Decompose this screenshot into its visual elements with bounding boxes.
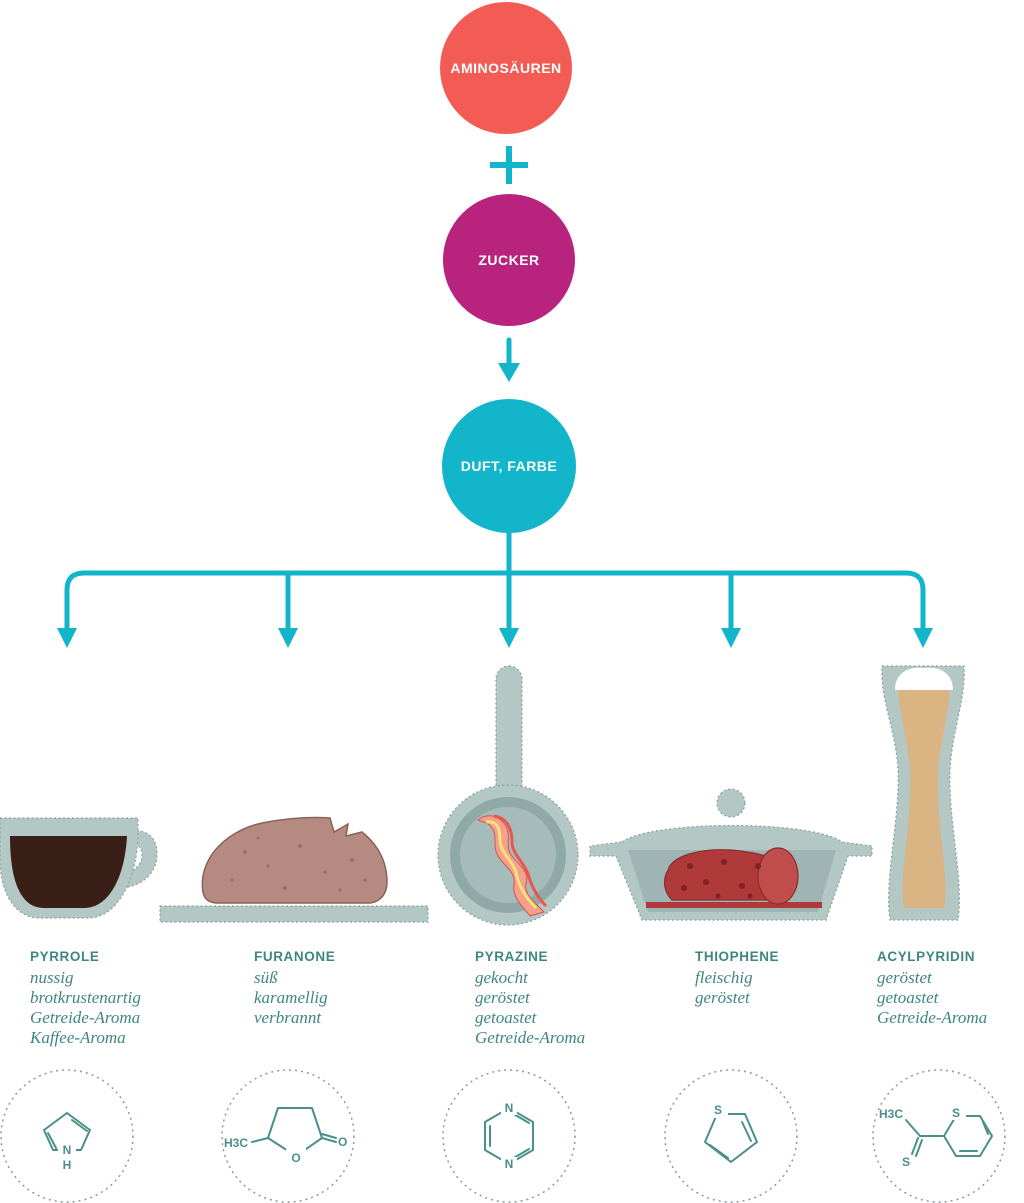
arrow-furanone-icon [278, 628, 298, 648]
descriptor: süß [254, 968, 278, 987]
coffee-cup-icon [0, 817, 158, 919]
descriptor: Getreide-Aroma [877, 1008, 987, 1027]
atom-label: O [338, 1135, 347, 1149]
atom-label: N [63, 1143, 72, 1157]
category-title: THIOPHENE [695, 949, 779, 964]
descriptor: gekocht [475, 968, 529, 987]
pyrrole-molecule: N H [0, 1069, 134, 1203]
category-acylpyridin: ACYLPYRIDIN geröstet getoastet Getreide-… [877, 949, 987, 1027]
sugar-node: ZUCKER [443, 194, 575, 326]
arrow-thiophene-icon [721, 628, 741, 648]
descriptor: Getreide-Aroma [475, 1028, 585, 1047]
descriptor: Kaffee-Aroma [29, 1028, 126, 1047]
arrow-pyrrole-icon [57, 628, 77, 648]
atom-label: N [505, 1157, 514, 1171]
atom-label: S [952, 1106, 960, 1120]
furanone-molecule: H3C O O [221, 1069, 355, 1203]
bread-icon [159, 816, 429, 923]
descriptor: fleischig [695, 968, 753, 987]
descriptor: getoastet [475, 1008, 538, 1027]
bacon-pan-icon [437, 665, 579, 926]
thiophene-molecule: S [664, 1069, 798, 1203]
category-pyrazine: PYRAZINE gekocht geröstet getoastet Getr… [475, 949, 585, 1047]
descriptor: geröstet [695, 988, 751, 1007]
category-title: ACYLPYRIDIN [877, 949, 975, 964]
atom-label: S [714, 1103, 722, 1117]
atom-label: H3C [879, 1107, 903, 1121]
descriptor: brotkrustenartig [30, 988, 141, 1007]
category-furanone: FURANONE süß karamellig verbrannt [254, 949, 335, 1027]
atom-label: S [902, 1155, 910, 1169]
acylpyridin-molecule: H3C S S [872, 1069, 1006, 1203]
branch-arrows [57, 530, 933, 648]
sugar-label: ZUCKER [478, 252, 539, 268]
descriptor: verbrannt [254, 1008, 322, 1027]
category-pyrrole: PYRROLE nussig brotkrustenartig Getreide… [29, 949, 141, 1047]
descriptor: nussig [30, 968, 73, 987]
descriptor: geröstet [877, 968, 933, 987]
category-title: PYRAZINE [475, 949, 548, 964]
descriptor: Getreide-Aroma [30, 1008, 140, 1027]
category-thiophene: THIOPHENE fleischig geröstet [695, 949, 779, 1007]
plus-icon [490, 146, 528, 184]
arrow-pyrazine-icon [499, 628, 519, 648]
category-title: PYRROLE [30, 949, 99, 964]
descriptor: geröstet [475, 988, 531, 1007]
pyrazine-molecule: N N [442, 1069, 576, 1203]
descriptor: getoastet [877, 988, 940, 1007]
atom-label: H [63, 1158, 72, 1172]
amino-acids-node: AMINOSÄUREN [440, 2, 572, 134]
descriptor: karamellig [254, 988, 328, 1007]
roast-pot-icon [589, 788, 873, 921]
atom-label: O [291, 1151, 300, 1165]
result-node: DUFT, FARBE [442, 399, 576, 533]
result-label: DUFT, FARBE [461, 458, 558, 474]
beer-glass-icon [881, 665, 965, 921]
category-title: FURANONE [254, 949, 335, 964]
amino-acids-label: AMINOSÄUREN [450, 60, 561, 76]
down-arrow-icon [498, 337, 520, 382]
atom-label: H3C [224, 1136, 248, 1150]
atom-label: N [505, 1101, 514, 1115]
arrow-acylpyridin-icon [913, 628, 933, 648]
